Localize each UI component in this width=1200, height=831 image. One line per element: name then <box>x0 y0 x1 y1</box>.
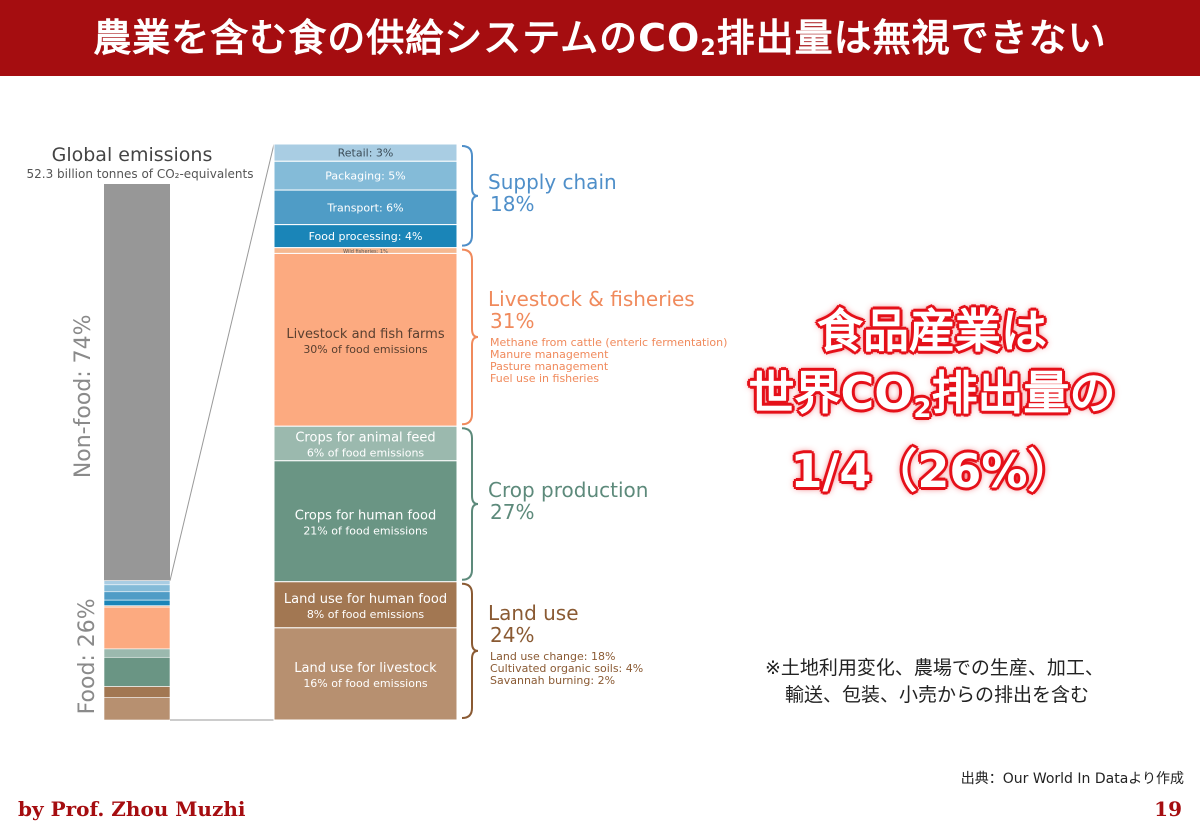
group-name: Supply chain <box>488 170 617 194</box>
segment-sublabel: 8% of food emissions <box>307 608 425 621</box>
bar-segment <box>273 627 458 721</box>
page-number: 19 <box>1154 797 1182 821</box>
group-name: Land use <box>488 601 579 625</box>
segment-label: Packaging: 5% <box>325 170 406 183</box>
segment-label: Crops for human food <box>295 508 436 523</box>
bar-segment <box>273 252 458 427</box>
segment-label: Livestock and fish farms <box>286 327 444 342</box>
callout-line-1: 食品産業は <box>817 304 1047 358</box>
group-detail: Manure management <box>490 348 609 361</box>
group-brackets <box>461 145 479 719</box>
emissions-chart: Global emissions 52.3 billion tonnes of … <box>27 143 727 721</box>
left-stacked-bar: Non-food: 74% Food: 26% <box>71 184 171 721</box>
food-segment <box>103 599 171 607</box>
segment-label: Crops for animal feed <box>295 431 435 446</box>
segment-label: Transport: 6% <box>326 201 403 214</box>
right-stacked-bar: Retail: 3% Packaging: 5% Transport: 6% Food… <box>273 143 458 721</box>
group-detail: Cultivated organic soils: 4% <box>490 662 643 675</box>
group-bracket <box>461 582 479 719</box>
food-segment <box>103 606 171 650</box>
group-percent: 24% <box>490 623 534 647</box>
food-segment <box>103 686 171 699</box>
group-bracket <box>461 427 479 581</box>
footnote: ※土地利用変化、農場での生産、加工、 輸送、包装、小売からの排出を含む <box>765 655 1104 709</box>
group-detail: Fuel use in fisheries <box>490 372 599 385</box>
food-segment <box>103 584 171 593</box>
group-detail: Pasture management <box>490 360 609 373</box>
food-segment <box>103 648 171 658</box>
chart-title: Global emissions <box>52 144 213 166</box>
group-name: Livestock & fisheries <box>488 287 695 311</box>
segment-label: Food processing: 4% <box>309 230 423 243</box>
segment-sublabel: 21% of food emissions <box>303 524 428 537</box>
chart-subtitle: 52.3 billion tonnes of CO₂-equivalents <box>27 167 254 181</box>
source-credit: 出典：Our World In Dataより作成 <box>960 771 1184 787</box>
food-segment <box>103 580 171 586</box>
group-percent: 18% <box>490 192 534 216</box>
footnote-line-1: ※土地利用変化、農場での生産、加工、 <box>765 657 1104 679</box>
author-byline: by Prof. Zhou Muzhi <box>18 797 246 821</box>
group-detail: Methane from cattle (enteric fermentatio… <box>490 336 727 349</box>
group-percent: 31% <box>490 309 534 333</box>
nonfood-segment <box>104 184 170 581</box>
segment-sublabel: 6% of food emissions <box>307 447 425 460</box>
food-segment <box>103 591 171 601</box>
bar-segment <box>273 189 458 226</box>
bar-segment <box>273 425 458 462</box>
nonfood-axis-label: Non-food: 74% <box>71 314 96 478</box>
footnote-line-2: 輸送、包装、小売からの排出を含む <box>785 684 1090 706</box>
bar-segment <box>273 581 458 629</box>
bar-segment <box>273 460 458 583</box>
segment-label: Land use for livestock <box>294 661 437 676</box>
segment-sublabel: 30% of food emissions <box>303 343 428 356</box>
group-bracket <box>461 248 479 426</box>
bar-segment <box>273 160 458 191</box>
food-axis-label: Food: 26% <box>75 598 100 714</box>
group-bracket <box>461 145 479 247</box>
group-percent: 27% <box>490 500 534 524</box>
food-segment <box>103 656 171 687</box>
segment-label: Land use for human food <box>284 592 447 607</box>
segment-sublabel: 16% of food emissions <box>303 677 428 690</box>
callout-line-2: 世界CO2排出量の <box>748 366 1116 424</box>
group-name: Crop production <box>488 478 648 502</box>
segment-label: Wild fisheries: 1% <box>343 249 388 255</box>
slide-title: 農業を含む食の供給システムのCO2排出量は無視できない <box>93 16 1107 61</box>
group-detail: Savannah burning: 2% <box>490 674 615 687</box>
headline-callout: 食品産業は 世界CO2排出量の 1/4（26%） <box>712 300 1152 502</box>
group-detail: Land use change: 18% <box>490 650 615 663</box>
slide-header: 農業を含む食の供給システムのCO2排出量は無視できない <box>0 0 1200 76</box>
connector-line-top <box>169 143 275 581</box>
segment-label: Retail: 3% <box>338 147 394 160</box>
food-segment <box>103 697 171 721</box>
callout-line-3: 1/4（26%） <box>790 444 1074 498</box>
zoom-connector-lines <box>169 143 275 721</box>
